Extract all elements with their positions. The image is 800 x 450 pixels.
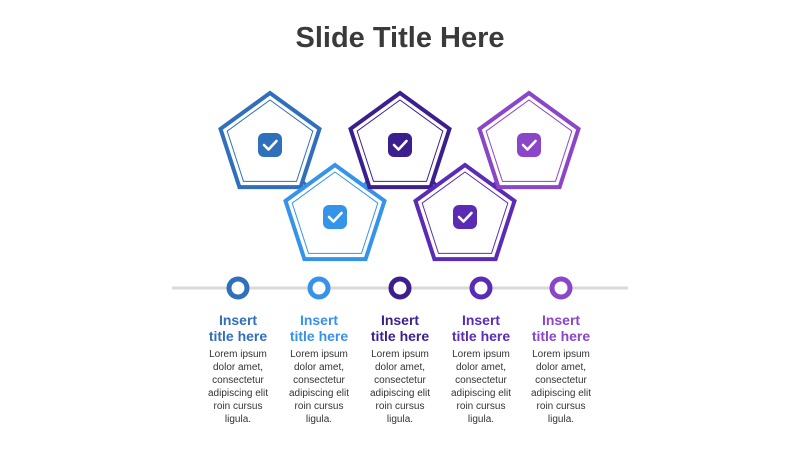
step-title-line1: Insert [299,312,339,328]
step-body-line: Lorem ipsum [452,349,510,360]
step-body-line: ligula. [305,414,333,425]
step-body-line: adipiscing elit [207,388,269,399]
step-body-line: consectetur [212,375,264,386]
pentagon-step-4 [413,162,517,262]
step-body-line: ligula. [224,414,252,425]
step-body-line: roin cursus [213,401,263,412]
step-body-line: dolor amet, [374,362,426,373]
step-body-line: consectetur [455,375,507,386]
step-body-line: roin cursus [375,401,425,412]
step-body-line: adipiscing elit [530,388,592,399]
step-body: Lorem ipsum dolor amet, consectetur adipisc… [511,348,611,426]
step-body-line: dolor amet, [212,362,264,373]
step-body-line: adipiscing elit [369,388,431,399]
step-body-line: dolor amet, [455,362,507,373]
step-body: Lorem ipsum dolor amet, consectetur adipisc… [269,348,369,426]
step-title-line1: Insert [461,312,501,328]
pentagon-step-1 [218,90,322,190]
step-body-line: consectetur [293,375,345,386]
pentagons [218,90,581,262]
step-body-line: consectetur [535,375,587,386]
pentagon-step-2 [283,162,387,262]
timeline-dot-4 [469,276,493,300]
step-title-line2: title here [451,328,511,344]
step-body-line: ligula. [386,414,414,425]
step-body-line: ligula. [547,414,575,425]
pentagon-step-5 [477,90,581,190]
pentagon-step-3 [348,90,452,190]
step-title-line1: Insert [218,312,258,328]
step-body-line: Lorem ipsum [209,349,267,360]
timeline-dot-3 [388,276,412,300]
step-body-line: Lorem ipsum [371,349,429,360]
step-title-line2: title here [531,328,591,344]
step-body-line: roin cursus [294,401,344,412]
step-title-line2: title here [289,328,349,344]
step-body-line: adipiscing elit [450,388,512,399]
step-body-line: dolor amet, [535,362,587,373]
check-icon [388,133,412,157]
slide-title: Slide Title Here [295,22,505,54]
step-title-line2: title here [370,328,430,344]
step-body-line: Lorem ipsum [532,349,590,360]
check-icon [517,133,541,157]
check-icon [453,205,477,229]
timeline-dot-2 [307,276,331,300]
timeline [172,276,628,300]
step-title-line2: title here [208,328,268,344]
step-body-line: ligula. [467,414,495,425]
step-body: Lorem ipsum dolor amet, consectetur adipisc… [188,348,288,426]
step-body: Lorem ipsum dolor amet, consectetur adipisc… [431,348,531,426]
step-body-line: Lorem ipsum [290,349,348,360]
timeline-dot-5 [549,276,573,300]
timeline-dot-1 [226,276,250,300]
step-title-line1: Insert [541,312,581,328]
step-title-line1: Insert [380,312,420,328]
step-body-line: dolor amet, [293,362,345,373]
step-body-line: roin cursus [536,401,586,412]
step-body-line: roin cursus [456,401,506,412]
step-body-line: consectetur [374,375,426,386]
check-icon [258,133,282,157]
step-body: Lorem ipsum dolor amet, consectetur adipisc… [350,348,450,426]
step-body-line: adipiscing elit [288,388,350,399]
check-icon [323,205,347,229]
